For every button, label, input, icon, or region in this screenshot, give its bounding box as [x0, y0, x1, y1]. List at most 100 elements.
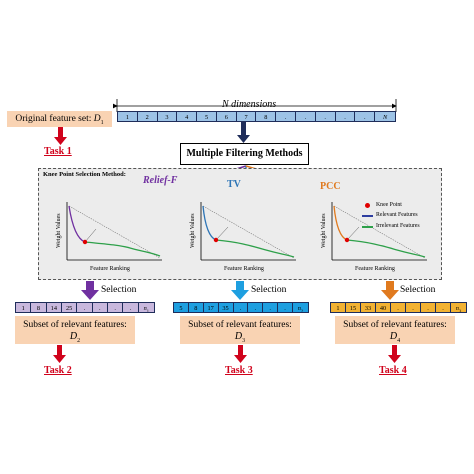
knee-point-panel: [38, 168, 442, 280]
subset-box-2-subscript: 3: [242, 337, 246, 344]
subset-strip-2-cell: .: [234, 303, 249, 312]
plot1-y-label: Weight Values: [56, 213, 62, 248]
task4-arrow: [388, 345, 401, 363]
subset-box-3-text: Subset of relevant features:: [343, 320, 447, 330]
plot1-relevant-curve: [68, 205, 86, 243]
original-feature-set-subscript: 1: [100, 119, 104, 126]
plot3-distance-line: [346, 226, 360, 241]
legend-relevant-label: Relevant Features: [376, 212, 418, 218]
task-3-label: Task 3: [225, 365, 253, 376]
knee-legend: Knee Point Relevant Features Irrelevant …: [362, 201, 442, 233]
plot1-irrelevant-curve: [84, 241, 161, 257]
selection-label-3: Selection: [400, 285, 436, 295]
subset-strip-3-cell: 1: [331, 303, 346, 312]
strip-to-filter-arrow: [237, 121, 250, 143]
plot3-relevant-curve: [333, 205, 348, 241]
subset-box-2-symbol: D: [234, 331, 243, 342]
task1-arrow: [54, 127, 67, 145]
subset-strip-2-cell: n2: [297, 305, 304, 312]
plot1-x-label: Feature Ranking: [90, 266, 130, 272]
knee-plot-tv: Weight Values Feature Ranking: [190, 202, 296, 272]
subset-box-1-text: Subset of relevant features:: [23, 320, 127, 330]
plot2-irrelevant-curve: [215, 239, 295, 258]
subset-strip-3-cell: 40: [376, 303, 391, 312]
plot3-knee-point: [344, 237, 350, 243]
original-feature-set-symbol: D: [93, 114, 101, 124]
legend-knee-point: Knee Point: [362, 201, 442, 211]
subset-strip-1-cell: .: [93, 303, 108, 312]
subset-strip-3-cell: 33: [361, 303, 376, 312]
subset-strip-3-cell: 15: [346, 303, 361, 312]
subset-box-3-subscript: 4: [397, 337, 401, 344]
method-pcc: PCC: [320, 181, 341, 192]
subset-strip-3-cell: n3: [455, 305, 462, 312]
legend-relevant-line: [362, 215, 373, 217]
task-4-label: Task 4: [379, 365, 407, 376]
subset-strip-1-cell: .: [77, 303, 93, 312]
plot2-x-label: Feature Ranking: [224, 266, 264, 272]
subset-strip-1-cell: 8: [31, 303, 47, 312]
subset-strip-1-cell: 25: [62, 303, 78, 312]
subset-strip-2-cell: 17: [204, 303, 219, 312]
full-strip-cell: .: [336, 112, 356, 121]
subset-box-1-symbol: D: [69, 331, 78, 342]
plot3-x-label: Feature Ranking: [355, 266, 395, 272]
full-strip-cell: 2: [138, 112, 158, 121]
legend-irrelevant-line: [362, 226, 373, 228]
method-relieff: Relief-F: [143, 175, 178, 186]
full-strip-cell: N: [382, 114, 388, 121]
plot1-knee-point: [82, 239, 88, 245]
subset-strip-1-cell: 1: [16, 303, 32, 312]
knee-plot-relieff: Weight Values Feature Ranking: [56, 202, 162, 272]
original-feature-set-text: Original feature set:: [15, 114, 94, 124]
knee-plot-pcc: Weight Values Feature Ranking: [321, 202, 427, 272]
plot3-y-label: Weight Values: [321, 213, 327, 248]
selection-label-1: Selection: [101, 285, 137, 295]
subset-strip-1-cell: .: [108, 303, 124, 312]
legend-knee-marker: [365, 203, 370, 208]
subset-strip-2-cell: .: [278, 303, 293, 312]
subset-strip-3-cell: .: [421, 303, 436, 312]
subset-strip-3-cell: .: [436, 303, 451, 312]
task-1-label: Task 1: [44, 146, 72, 157]
original-feature-set-box: Original feature set: D1: [7, 111, 112, 127]
subset-box-3-symbol: D: [389, 331, 398, 342]
task3-arrow: [234, 345, 247, 363]
legend-irrelevant-label: Irrelevant Features: [376, 223, 420, 229]
plot3-irrelevant-curve: [346, 239, 426, 258]
selection-arrow-2: [231, 281, 249, 300]
subset-strip-2-cell: .: [263, 303, 279, 312]
full-strip-cell: 8: [256, 112, 277, 121]
legend-knee-label: Knee Point: [376, 202, 402, 208]
selection-arrow-3: [381, 281, 399, 300]
filter-methods-box: Multiple Filtering Methods: [180, 143, 309, 165]
full-strip-cell: 6: [217, 112, 237, 121]
method-tv: TV: [227, 179, 241, 190]
subset-strip-1-cell: .: [123, 303, 139, 312]
plot2-reference-line: [202, 205, 295, 259]
subset-box-2: Subset of relevant features: D3: [180, 316, 300, 344]
full-strip-cell: .: [355, 112, 376, 121]
full-strip-cell: .: [276, 112, 297, 121]
subset-strip-2-cell: 8: [189, 303, 204, 312]
subset-strip-3-cell: .: [391, 303, 406, 312]
subset-strip-2-cell: 5: [174, 303, 189, 312]
knee-panel-title: Knee Point Selection Method:: [43, 171, 126, 178]
subset-strip-2-cell: 35: [219, 303, 234, 312]
legend-irrelevant: Irrelevant Features: [362, 222, 442, 233]
subset-strip-2-cell: .: [248, 303, 264, 312]
subset-strip-1-cell: 14: [47, 303, 62, 312]
full-strip-cell: 1: [118, 112, 138, 121]
legend-relevant: Relevant Features: [362, 211, 442, 222]
plot2-y-label: Weight Values: [190, 213, 196, 248]
subset-strip-3-cell: .: [406, 303, 421, 312]
plot2-relevant-curve: [202, 205, 217, 241]
plot2-distance-line: [215, 226, 229, 241]
plot1-distance-line: [84, 228, 97, 243]
full-strip-cell: 3: [158, 112, 178, 121]
subset-box-3: Subset of relevant features: D4: [335, 316, 455, 344]
task2-arrow: [53, 345, 66, 363]
